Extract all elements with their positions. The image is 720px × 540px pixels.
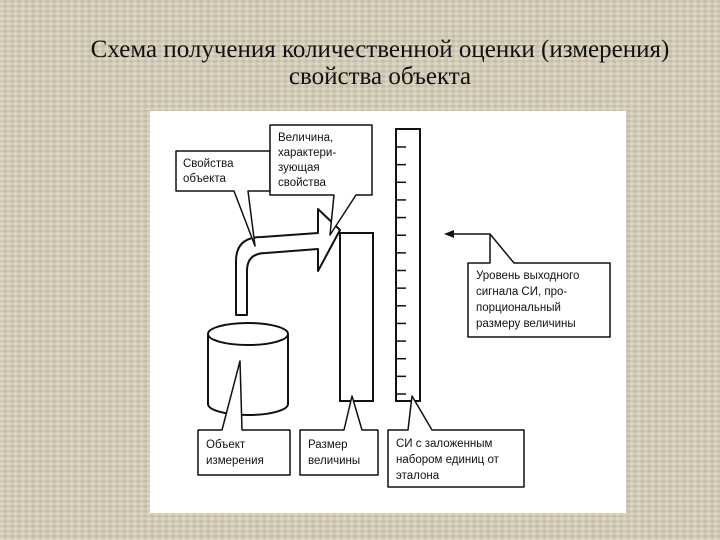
callout-property-line-1: Свойства [183, 158, 234, 170]
slide-title: Схема получения количественной оценки (и… [40, 36, 720, 90]
measurement-diagram: Свойства объекта Величина, характери- зу… [150, 111, 626, 513]
title-line-1: Схема получения количественной оценки (и… [90, 36, 670, 63]
callout-instrument-line-2: набором единиц от [396, 454, 500, 466]
measured-object-cylinder [207, 322, 289, 416]
property-flow-arrow [235, 208, 341, 316]
callout-object: Объект измерения [197, 360, 291, 476]
callout-output-level: Уровень выходного сигнала СИ, про- порци… [467, 233, 611, 338]
output-level-arrow [444, 230, 490, 238]
callout-property-line-2: объекта [183, 173, 226, 185]
quantity-size-bar [339, 232, 374, 402]
callout-property: Свойства объекта [175, 150, 271, 247]
callout-output-level-line-1: Уровень выходного [476, 270, 579, 282]
callout-quantity: Величина, характери- зующая свойства [269, 124, 373, 236]
callout-size: Размер величины [299, 395, 379, 476]
callout-quantity-line-2: характери- [278, 147, 336, 159]
callout-output-level-line-2: сигнала СИ, про- [476, 286, 567, 298]
callout-object-line-2: измерения [206, 455, 264, 467]
title-line-2: свойства объекта [288, 63, 472, 90]
callout-quantity-line-3: зующая [278, 162, 320, 174]
callout-size-line-1: Размер [308, 439, 348, 451]
instrument-scale [395, 128, 421, 402]
callout-output-level-line-4: размеру величины [476, 318, 576, 330]
callout-instrument: СИ с заложенным набором единиц от эталон… [387, 395, 525, 488]
callout-object-line-1: Объект [206, 439, 246, 451]
callout-instrument-line-3: эталона [396, 470, 440, 482]
callout-size-line-2: величины [308, 455, 360, 467]
callout-quantity-line-1: Величина, [278, 132, 333, 144]
callout-quantity-line-4: свойства [278, 177, 327, 189]
scale-ticks [396, 146, 406, 395]
callout-instrument-line-1: СИ с заложенным [396, 438, 493, 450]
callout-output-level-line-3: порциональный [476, 302, 561, 314]
